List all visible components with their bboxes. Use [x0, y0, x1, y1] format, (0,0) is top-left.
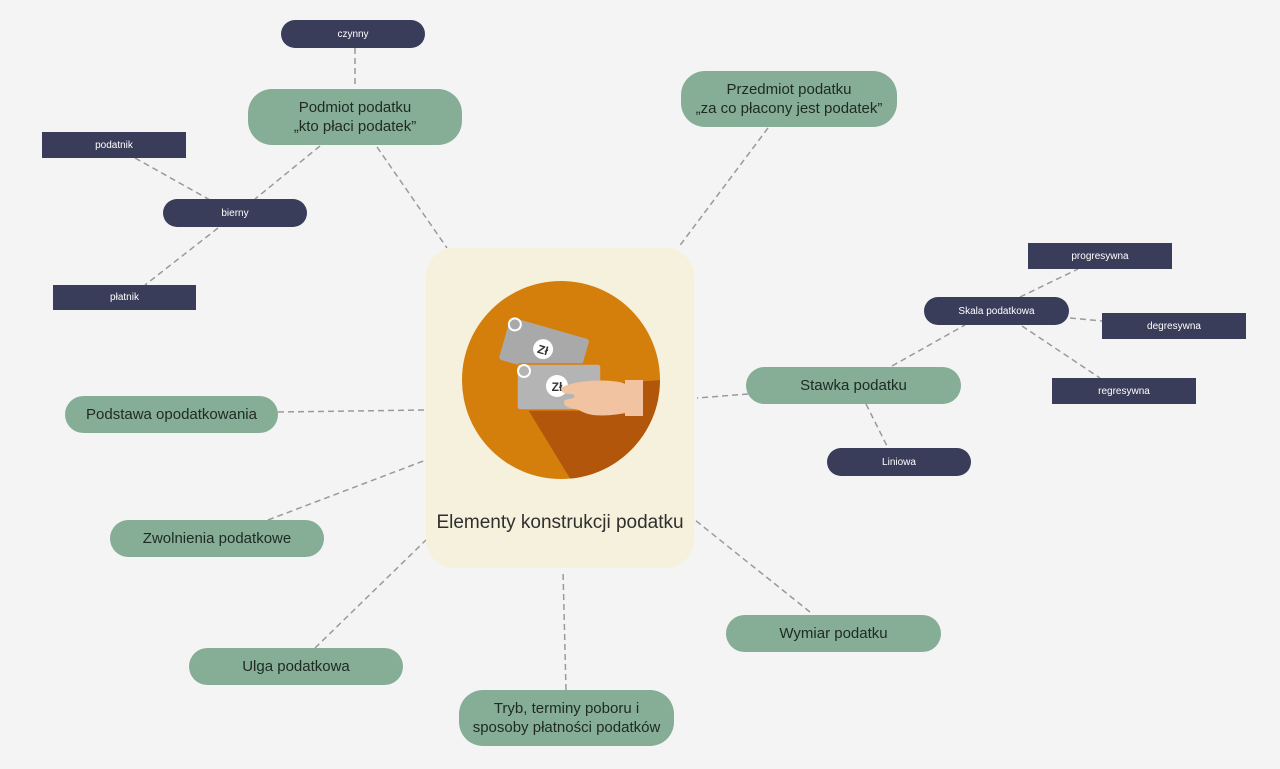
line-zwolnienia-center: [267, 459, 427, 521]
node-podstawa-opodatkowania[interactable]: Podstawa opodatkowania: [65, 396, 278, 433]
line-tryb-center: [562, 569, 567, 691]
line-bierny-platnik: [144, 227, 219, 286]
node-ulga-podatkowa[interactable]: Ulga podatkowa: [189, 648, 403, 685]
tag-czynny[interactable]: czynny: [281, 20, 425, 48]
node-label: Zwolnienia podatkowe: [142, 530, 292, 547]
node-przedmiot-podatku[interactable]: Przedmiot podatku „za co płacony jest po…: [681, 71, 897, 127]
line-bierny-podatnik: [134, 157, 211, 201]
line-podmiot-center: [376, 146, 448, 249]
node-wymiar-podatku[interactable]: Wymiar podatku: [726, 615, 941, 652]
tag-liniowa[interactable]: Liniowa: [827, 448, 971, 476]
tag-bierny[interactable]: bierny: [163, 199, 307, 227]
tag-platnik[interactable]: płatnik: [53, 285, 196, 310]
node-tryb-terminy[interactable]: Tryb, terminy poboru i sposoby płatności…: [459, 690, 674, 746]
node-podmiot-podatku[interactable]: Podmiot podatku „kto płaci podatek”: [248, 89, 462, 145]
tag-podatnik[interactable]: podatnik: [42, 132, 186, 158]
center-title: Elementy konstrukcji podatku: [436, 512, 684, 533]
tag-skala-podatkowa[interactable]: Skala podatkowa: [924, 297, 1069, 325]
line-podmiot-bierny: [254, 145, 321, 200]
tag-degresywna[interactable]: degresywna: [1102, 313, 1246, 339]
node-zwolnienia-podatkowe[interactable]: Zwolnienia podatkowe: [110, 520, 324, 557]
line-skala-progresywna: [1019, 268, 1079, 298]
line-ulga-center: [314, 539, 427, 649]
node-label: Tryb, terminy poboru i sposoby płatności…: [472, 700, 661, 736]
money-hand-icon: Zł Zł: [462, 281, 660, 479]
svg-text:Zł: Zł: [536, 342, 551, 359]
node-label: Przedmiot podatku „za co płacony jest po…: [695, 81, 883, 117]
node-stawka-podatku[interactable]: Stawka podatku: [746, 367, 961, 404]
svg-text:Zł: Zł: [552, 380, 563, 394]
line-wymiar-center: [694, 519, 811, 613]
line-przedmiot-center: [677, 127, 769, 249]
node-label: Stawka podatku: [800, 377, 907, 394]
line-skala-degresywna: [1069, 317, 1103, 322]
tag-progresywna[interactable]: progresywna: [1028, 243, 1172, 269]
line-stawka-center: [696, 393, 749, 399]
center-box: Zł Zł Elementy konstrukcji podatku: [426, 248, 694, 568]
node-label: Ulga podatkowa: [242, 658, 350, 675]
node-label: Wymiar podatku: [779, 625, 888, 642]
node-label: Podmiot podatku „kto płaci podatek”: [293, 99, 417, 135]
line-stawka-liniowa: [865, 403, 889, 449]
line-skala-regresywna: [1021, 325, 1101, 379]
tag-regresywna[interactable]: regresywna: [1052, 378, 1196, 404]
line-stawka-skala: [891, 324, 966, 367]
node-label: Podstawa opodatkowania: [86, 406, 257, 423]
line-podstawa-center: [277, 409, 427, 413]
